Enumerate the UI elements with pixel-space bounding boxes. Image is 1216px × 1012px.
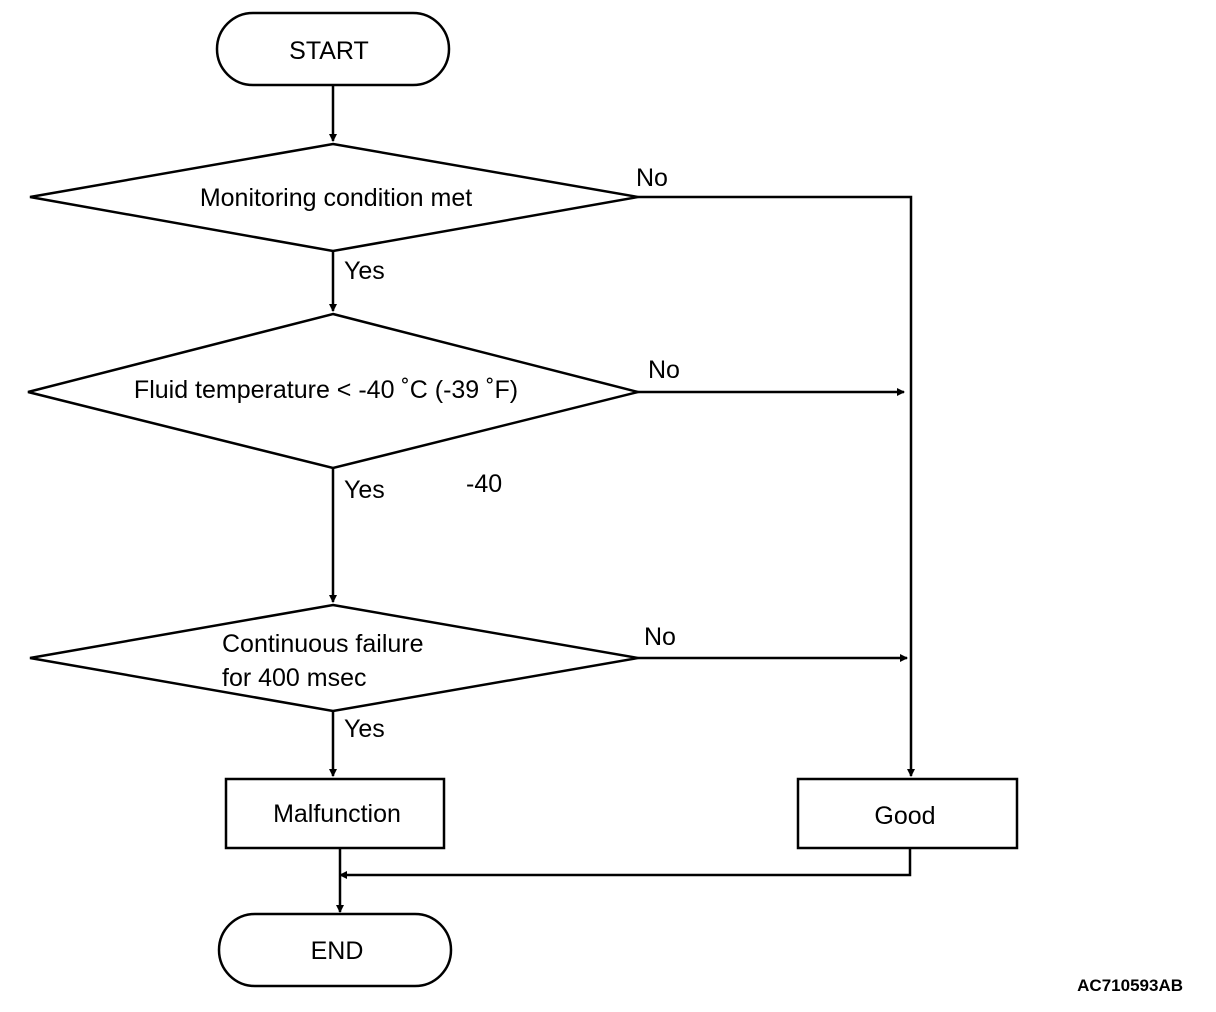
good-label: Good (874, 802, 935, 830)
process-malfunction: Malfunction (224, 777, 446, 850)
connector-good-to-end (339, 848, 912, 879)
malfunction-label: Malfunction (273, 800, 401, 828)
edge-label-monitoring-no: No (636, 164, 668, 192)
edge-label-failure-yes: Yes (344, 715, 385, 743)
decision-monitoring-label: Monitoring condition met (200, 184, 472, 212)
edge-label-failure-no: No (644, 623, 676, 651)
edge-label-monitoring-yes: Yes (344, 257, 385, 285)
edge-label-fluid-yes: Yes (344, 476, 385, 504)
end-terminal: END (217, 912, 453, 988)
start-terminal: START (215, 11, 451, 87)
process-good: Good (796, 777, 1019, 850)
figure-code: AC710593AB (1077, 976, 1183, 995)
edge-label-fluid-note: -40 (466, 470, 502, 498)
decision-failure-label-line2: for 400 msec (222, 664, 367, 692)
decision-fluid-temperature: Fluid temperature < -40 ˚C (-39 ˚F) (27, 312, 639, 470)
decision-failure-label-line1: Continuous failure (222, 630, 424, 658)
decision-continuous-failure: Continuous failure for 400 msec (29, 603, 639, 713)
edge-label-fluid-no: No (648, 356, 680, 384)
start-label: START (289, 37, 369, 65)
decision-monitoring-condition: Monitoring condition met (29, 142, 639, 253)
connector-monitoring-no-to-good (638, 195, 915, 777)
decision-fluid-temperature-label: Fluid temperature < -40 ˚C (-39 ˚F) (134, 376, 518, 404)
end-label: END (311, 937, 364, 965)
